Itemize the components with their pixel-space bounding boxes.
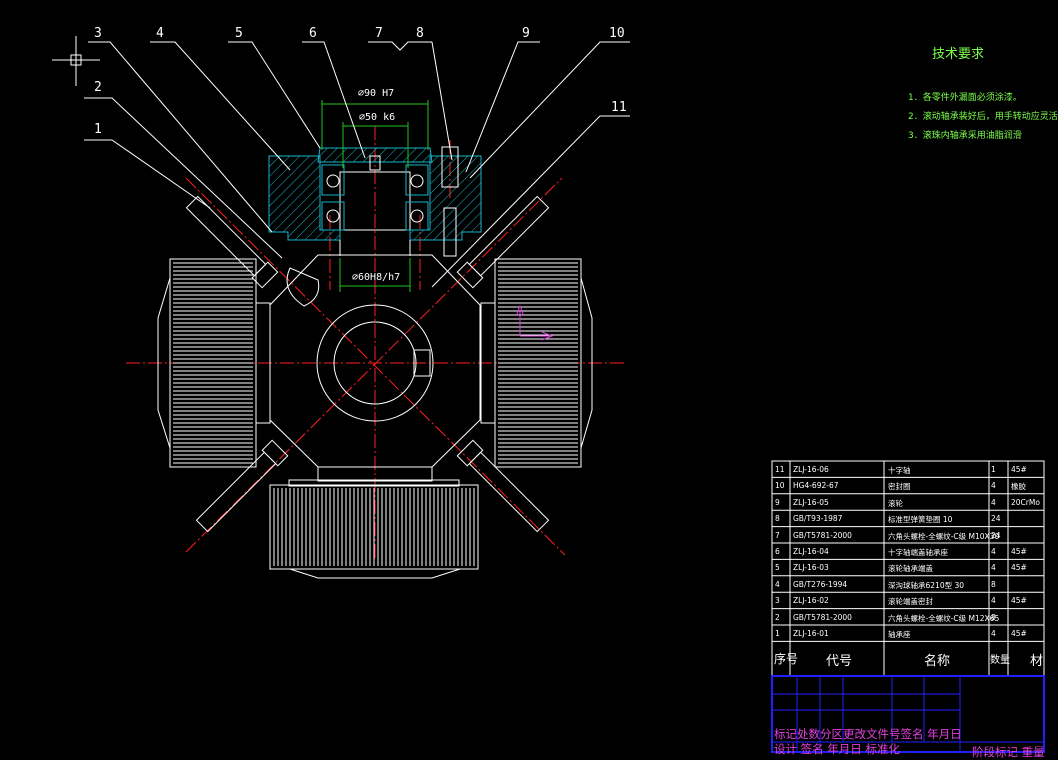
bom-cell-no: 10 (775, 481, 785, 491)
right-roller (480, 258, 593, 468)
bom-cell-code: ZLJ-16-05 (793, 497, 829, 507)
bom-cell-qty: 24 (991, 514, 1001, 524)
bom-cell-material: 20CrMo (1011, 497, 1040, 507)
dimension-fit: ⌀60H8/h7 (352, 272, 401, 283)
bom-cell-no: 7 (775, 530, 780, 540)
bom-cell-code: ZLJ-16-03 (793, 563, 829, 573)
callout-9: 9 (522, 26, 530, 41)
callout-4: 4 (156, 26, 164, 41)
bom-cell-qty: 4 (991, 563, 996, 573)
bom-cell-code: ZLJ-16-01 (793, 629, 829, 638)
tech-requirement-1: 1．各零件外漏面必须涂漆。 (908, 93, 1022, 103)
title-block-row2: 设计 签名 年月日 标准化 (774, 742, 900, 756)
bom-cell-qty: 4 (991, 596, 996, 606)
bom-cell-name: 滚轮 (888, 498, 903, 508)
bom-cell-material: 45# (1011, 547, 1027, 556)
bom-cell-name: 深沟球轴承6210型 30 (888, 580, 965, 590)
bom-cell-no: 8 (775, 514, 780, 524)
callout-8: 8 (416, 26, 424, 41)
bom-cell-qty: 24 (991, 530, 1001, 540)
callout-10: 10 (609, 26, 625, 41)
bom-cell-qty: 4 (991, 481, 996, 491)
bom-cell-code: ZLJ-16-06 (793, 465, 829, 474)
callout-2: 2 (94, 80, 102, 95)
tech-requirement-3: 3．滚珠内轴承采用油脂润滑 (908, 131, 1022, 141)
bom-cell-qty: 8 (991, 579, 996, 589)
bom-table (771, 460, 1045, 677)
bom-cell-no: 6 (775, 547, 780, 556)
bom-cell-no: 1 (775, 629, 780, 638)
callout-3: 3 (94, 26, 102, 41)
bom-cell-no: 2 (775, 612, 780, 622)
cross-shaft-hub (269, 254, 481, 468)
tech-requirement-2: 2．滚动轴承装好后，用手转动应灵活 (908, 112, 1058, 122)
left-roller (157, 258, 271, 468)
callout-1: 1 (94, 122, 102, 137)
bom-header-code: 代号 (826, 654, 853, 669)
bom-cell-no: 3 (775, 596, 780, 606)
bom-cell-name: 滚轮轴承端盖 (888, 564, 933, 574)
title-block-row1: 标记处数分区更改文件号签名 年月日 (774, 727, 962, 741)
bom-cell-no: 9 (775, 497, 780, 507)
bom-cell-material: 45# (1011, 629, 1027, 638)
bom-header-name: 名称 (924, 654, 951, 669)
bom-cell-code: GB/T93-1987 (793, 514, 843, 524)
bom-header-qty: 数量 (990, 655, 1010, 666)
bom-cell-code: ZLJ-16-02 (793, 596, 829, 606)
bom-cell-name: 密封圈 (888, 482, 911, 492)
ucs-arrow-icon (515, 304, 554, 341)
bom-cell-qty: 4 (991, 547, 996, 556)
bom-cell-code: GB/T276-1994 (793, 579, 848, 589)
dimension-lines (321, 100, 429, 292)
bom-header-material: 材 (1030, 654, 1044, 669)
bom-cell-name: 轴承座 (888, 630, 911, 639)
bom-cell-name: 六角头螺栓-全螺纹-C级 M10X30 (888, 531, 1000, 541)
bottom-roller (269, 466, 479, 579)
bom-header-no: 序号 (774, 652, 799, 666)
bom-cell-code: GB/T5781-2000 (793, 612, 852, 622)
bom-cell-name: 六角头螺栓-全螺纹-C级 M12X65 (888, 613, 1000, 623)
bom-cell-name: 十字轴端盖轴承座 (888, 548, 948, 557)
bom-cell-qty: 1 (991, 465, 996, 474)
bom-cell-no: 11 (775, 465, 785, 474)
bom-cell-code: ZLJ-16-04 (793, 547, 829, 556)
callout-7: 7 (375, 26, 383, 41)
bom-cell-material: 45# (1011, 596, 1027, 606)
bom-cell-no: 4 (775, 579, 780, 589)
bom-cell-no: 5 (775, 563, 780, 573)
bom-cell-material: 45# (1011, 563, 1027, 573)
bom-cell-qty: 4 (991, 629, 996, 638)
callout-6: 6 (309, 26, 317, 41)
bearing-seat-section (268, 146, 482, 307)
title-block-right: 阶段标记 重量 (972, 745, 1045, 759)
callout-11: 11 (611, 100, 627, 115)
bom-cell-name: 标准型弹簧垫圈 10 (888, 515, 953, 525)
title-block (771, 675, 1045, 753)
bom-cell-name: 滚轮端盖密封 (888, 597, 933, 607)
bom-cell-material: 45# (1011, 465, 1027, 474)
cad-drawing-canvas[interactable] (0, 0, 1045, 753)
callout-5: 5 (235, 26, 243, 41)
tech-requirements-title: 技术要求 (932, 47, 985, 62)
dimension-outer-diameter: ⌀90 H7 (358, 88, 395, 99)
bom-cell-material: 橡胶 (1011, 482, 1026, 492)
crosshair-cursor-icon (52, 36, 100, 86)
diagonal-arms (185, 195, 550, 533)
bom-cell-name: 十字轴 (888, 466, 911, 475)
dimension-bearing-diameter: ⌀50 k6 (359, 112, 396, 123)
bom-cell-qty: 4 (991, 497, 996, 507)
bom-cell-code: GB/T5781-2000 (793, 530, 852, 540)
bom-cell-code: HG4-692-67 (793, 481, 839, 491)
bom-cell-qty: 8 (991, 612, 996, 622)
leader-lines (84, 41, 630, 288)
